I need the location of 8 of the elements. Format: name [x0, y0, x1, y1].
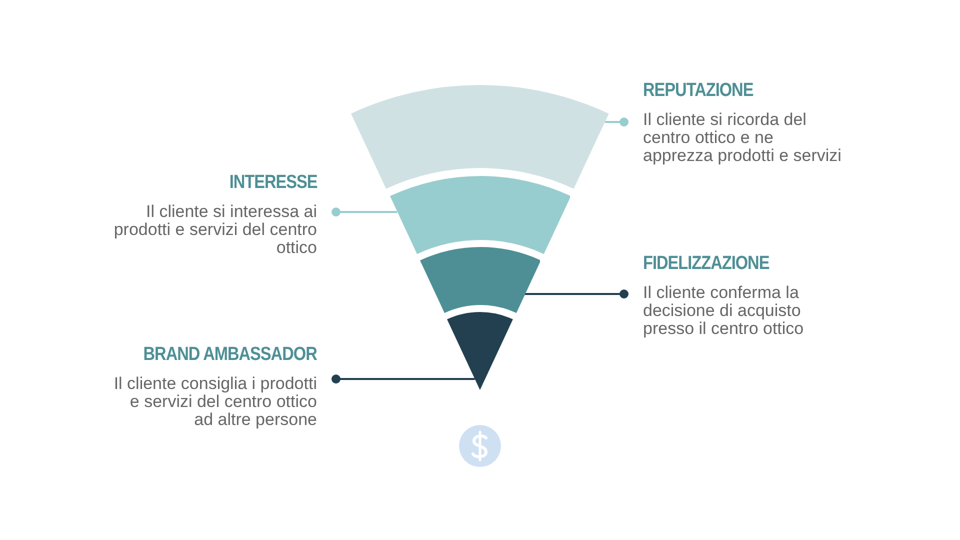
stage-heading: BRAND AMBASSADOR [143, 343, 317, 367]
stage-heading: INTERESSE [229, 171, 317, 195]
stage-heading: FIDELIZZAZIONE [643, 252, 770, 276]
stage-description: Il cliente si ricorda del centro ottico e ne apprezza prodotti e servizi [643, 111, 842, 165]
stage-description: Il cliente conferma la decisione di acquisto presso il centro ottico [643, 284, 805, 338]
stage-description: Il cliente si interessa ai prodotti e servizi del centro ottico [112, 203, 317, 257]
stage-heading: REPUTAZIONE [643, 79, 754, 103]
stage-description: Il cliente consiglia i prodotti e servizi del centro ottico ad altre persone [112, 375, 317, 429]
